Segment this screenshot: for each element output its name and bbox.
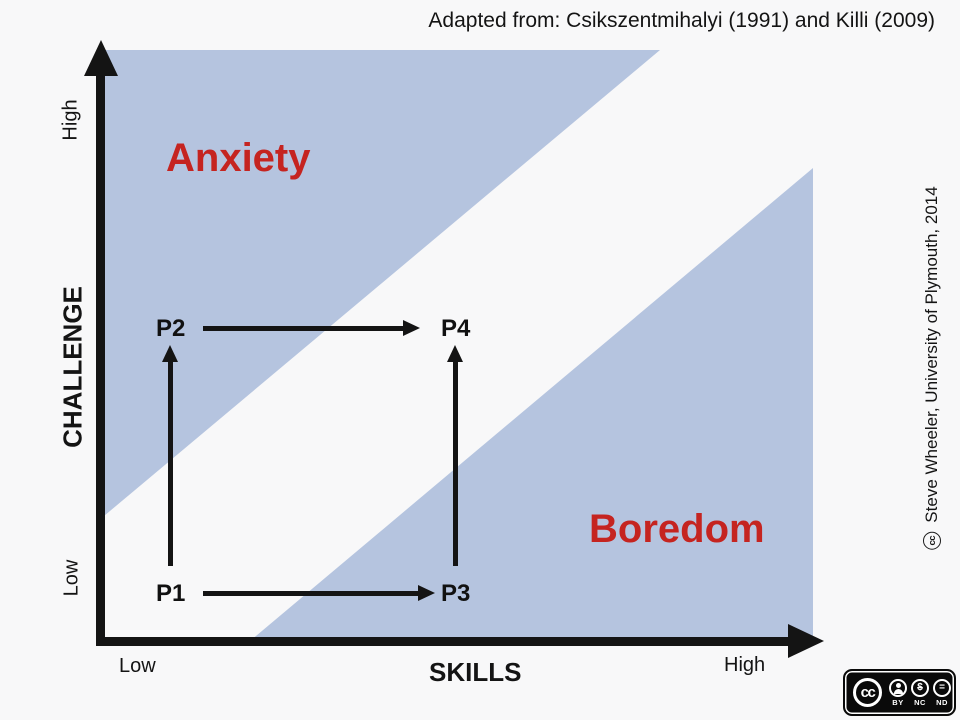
arrow-p3-to-p4 [453, 360, 458, 566]
y-axis-low-label: Low [60, 559, 83, 597]
x-axis-high-label: High [724, 654, 766, 676]
arrow-p2-to-p4-head-icon [403, 320, 420, 336]
point-p3-label: P3 [441, 580, 471, 607]
cc-by-person-icon [889, 678, 907, 697]
y-axis-line [96, 58, 105, 646]
cc-nd-icon: = [933, 678, 951, 697]
cc-license-terms: $ = BY NC ND [889, 678, 951, 707]
arrow-p1-to-p3 [203, 591, 419, 596]
anxiety-label: Anxiety [166, 136, 311, 180]
x-axis-low-label: Low [119, 655, 156, 677]
cc-nc-label: NC [914, 697, 926, 707]
author-credit-text: Steve Wheeler, University of Plymouth, 2… [922, 186, 941, 523]
cc-nc-icon: $ [911, 678, 929, 697]
author-credit: cc Steve Wheeler, University of Plymouth… [922, 186, 942, 550]
y-axis-title: CHALLENGE [57, 286, 88, 448]
point-p2-label: P2 [156, 315, 186, 342]
arrow-p1-to-p2-head-icon [162, 345, 178, 362]
boredom-label: Boredom [589, 507, 765, 551]
cc-license-badge: cc $ = BY NC ND [843, 669, 956, 716]
cc-nd-label: ND [936, 697, 948, 707]
arrow-p1-to-p2 [168, 360, 173, 566]
point-p1-label: P1 [156, 580, 186, 607]
x-axis-line [96, 637, 788, 646]
cc-symbol-icon: cc [923, 531, 941, 550]
arrow-p3-to-p4-head-icon [447, 345, 463, 362]
point-p4-label: P4 [441, 315, 471, 342]
arrow-p2-to-p4 [203, 326, 404, 331]
arrow-p1-to-p3-head-icon [418, 585, 435, 601]
attribution-title: Adapted from: Csikszentmihalyi (1991) an… [428, 9, 935, 32]
y-axis-high-label: High [59, 99, 82, 141]
cc-by-label: BY [892, 697, 904, 707]
x-axis-arrowhead-icon [788, 624, 824, 658]
y-axis-arrowhead-icon [84, 40, 118, 76]
cc-logo-icon: cc [853, 678, 882, 707]
x-axis-title: SKILLS [429, 657, 522, 687]
